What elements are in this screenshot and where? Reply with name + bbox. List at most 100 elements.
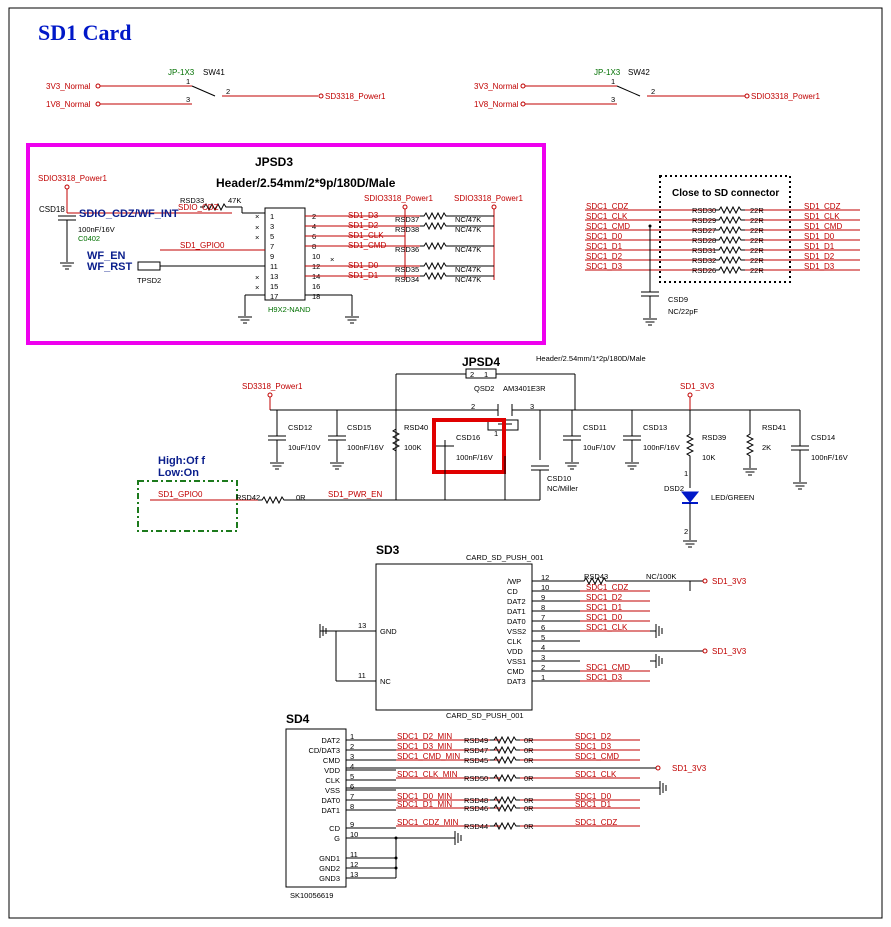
sd4-left-net: SDC1_CDZ_MIN — [397, 818, 459, 827]
series-resistor-value: 22R — [750, 246, 764, 255]
sd4-left-net: SDC1_D2_MIN — [397, 732, 452, 741]
series-resistor-ref: RSD26 — [692, 266, 716, 275]
sd4-pin-name: CD — [329, 824, 340, 833]
schematic-label: 2 — [651, 87, 655, 96]
sd3-pin-name: DAT0 — [507, 617, 526, 626]
sd4-pin-name: DAT0 — [321, 796, 340, 805]
sd4-resistor-value: 0R — [524, 822, 534, 831]
series-left-net: SDC1_CMD — [586, 222, 630, 231]
schematic-label: 16 — [312, 282, 320, 291]
schematic-label: RSD34 — [395, 275, 419, 284]
sd4-pin-name: G — [334, 834, 340, 843]
schematic-label: RSD39 — [702, 433, 726, 442]
schematic-label: NC/47K — [455, 215, 481, 224]
sd3-net: SDC1_D2 — [586, 593, 623, 602]
sd4-pin-name: VSS — [325, 786, 340, 795]
schematic-label: 11 — [358, 671, 366, 680]
sd4-pin-number: 13 — [350, 870, 358, 879]
schematic-label: 17 — [270, 292, 278, 301]
schematic-label: Close to SD connector — [672, 188, 779, 199]
schematic-label: 3 — [270, 222, 274, 231]
series-left-net: SDC1_CDZ — [586, 202, 628, 211]
sd4-right-net: SDC1_D3 — [575, 742, 612, 751]
schematic-label: RSD33 — [180, 196, 204, 205]
series-resistor-value: 22R — [750, 226, 764, 235]
sd4-resistor-ref: RSD46 — [464, 804, 488, 813]
schematic-label: LED/GREEN — [711, 493, 754, 502]
sd3-pin-name: DAT3 — [507, 677, 526, 686]
sd4-resistor-value: 0R — [524, 746, 534, 755]
schematic-label: DSD2 — [664, 484, 684, 493]
sd4-pin-name: CMD — [323, 756, 341, 765]
sd3-net: SDC1_D1 — [586, 603, 623, 612]
sd3-pin-number: 9 — [541, 593, 545, 602]
schematic-label: SD1_D3 — [348, 211, 379, 220]
sd4-pin-number: 11 — [350, 850, 358, 859]
schematic-label: Low:On — [158, 467, 199, 479]
schematic-label: 13 — [358, 621, 366, 630]
schematic-label: RSD35 — [395, 265, 419, 274]
sd4-resistor-ref: RSD44 — [464, 822, 488, 831]
sd4-pin-number: 9 — [350, 820, 354, 829]
schematic-label: RSD42 — [236, 493, 260, 502]
sd3-net: SDC1_D3 — [586, 673, 623, 682]
schematic-label: TPSD2 — [137, 276, 161, 285]
sd3-net: SDC1_D0 — [586, 613, 623, 622]
schematic-label: 1 — [484, 370, 488, 379]
schematic-label: 1V8_Normal — [46, 100, 91, 109]
svg-text:×: × — [330, 255, 334, 264]
schematic-label: Header/2.54mm/2*9p/180D/Male — [216, 176, 396, 190]
schematic-label: GND — [380, 627, 397, 636]
sd4-pin-number: 7 — [350, 792, 354, 801]
series-resistor-ref: RSD32 — [692, 256, 716, 265]
sd4-resistor-value: 0R — [524, 804, 534, 813]
schematic-label: 1V8_Normal — [474, 100, 519, 109]
sd4-pin-name: GND1 — [319, 854, 340, 863]
series-resistor-ref: RSD30 — [692, 206, 716, 215]
sd4-resistor-value: 0R — [524, 774, 534, 783]
power-switch-section: JPSD4 Header/2.54mm/1*2p/180D/Male 1 2 Q… — [137, 354, 848, 548]
schematic-label: 2K — [762, 443, 771, 452]
sd4-pin-number: 3 — [350, 752, 354, 761]
sd4-pin-name: CD/DAT3 — [308, 746, 340, 755]
sd4-body — [285, 728, 347, 888]
svg-text:×: × — [255, 283, 259, 292]
jpsd3-left-pins: 1 3 5 7 9 11 13 15 17 — [270, 212, 278, 301]
schematic-label: 100nF/16V — [811, 453, 848, 462]
schematic-label: SDIO_CDZ/WF_INT — [79, 208, 179, 220]
schematic-label: CSD13 — [643, 423, 667, 432]
sd4-pin-name: VDD — [324, 766, 340, 775]
schematic-label: 11 — [270, 262, 278, 271]
sd3-pin-name: CMD — [507, 667, 525, 676]
schematic-label: SDIO3318_Power1 — [751, 92, 820, 101]
series-right-net: SD1_D0 — [804, 232, 835, 241]
schematic-label: 15 — [270, 282, 278, 291]
series-left-net: SDC1_D2 — [586, 252, 623, 261]
sd4-pin-number: 8 — [350, 802, 354, 811]
schematic-label: SD1_PWR_EN — [328, 490, 382, 499]
schematic-label: SD1_D0 — [348, 261, 379, 270]
schematic-label: 100nF/16V — [78, 225, 115, 234]
sd3-net: SDC1_CLK — [586, 623, 628, 632]
schematic-label: SW41 — [203, 68, 225, 77]
series-resistor-ref: RSD27 — [692, 226, 716, 235]
series-resistor-value: 22R — [750, 206, 764, 215]
schematic-label: SD1_CMD — [348, 241, 386, 250]
schematic-label: WF_EN — [87, 250, 126, 262]
schematic-label: C0402 — [78, 234, 100, 243]
schematic-label: RSD38 — [395, 225, 419, 234]
schematic-label: 7 — [270, 242, 274, 251]
sd4-left-net: SDC1_D3_MIN — [397, 742, 452, 751]
schematic-label: CSD11 — [583, 423, 607, 432]
series-right-net: SD1_CMD — [804, 222, 842, 231]
sd4-pin-number: 5 — [350, 772, 354, 781]
schematic-label: AM3401E3R — [503, 384, 546, 393]
schematic-label: NC/47K — [455, 245, 481, 254]
schematic-label: CSD14 — [811, 433, 835, 442]
jpsd3-highlight-frame — [26, 143, 546, 345]
schematic-label: NC/Miller — [547, 484, 578, 493]
sd3-pin-number: 1 — [541, 673, 545, 682]
sd4-pin-number: 6 — [350, 782, 354, 791]
sd3-pin-number: 12 — [541, 573, 549, 582]
